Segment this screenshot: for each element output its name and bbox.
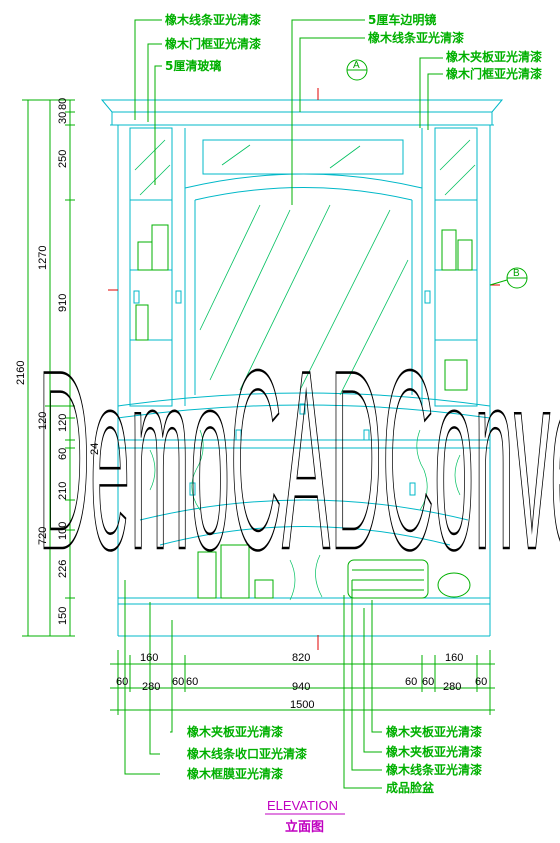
callout-oak-molding: 橡木线条亚光清漆 <box>165 12 261 27</box>
dim-280-left: 280 <box>142 681 160 693</box>
dim-60-f: 60 <box>475 676 487 688</box>
dim-60-d: 60 <box>405 676 417 688</box>
callout-oak-trim-edge: 橡木线条收口亚光清漆 <box>187 746 307 761</box>
dim-seg-24: 24 <box>89 443 101 455</box>
callout-clear-glass: 5厘清玻璃 <box>165 58 221 73</box>
glass-hatching <box>134 139 476 396</box>
section-label-a: A <box>353 60 360 71</box>
caption-elevation: ELEVATION <box>267 798 338 813</box>
dim-160-right: 160 <box>445 652 463 664</box>
dim-total-height: 2160 <box>15 361 27 385</box>
left-dimension-texts: 2160 1270 720 80 30 250 910 120 120 60 2… <box>15 98 101 625</box>
dim-1500: 1500 <box>290 699 314 711</box>
callout-oak-molding-bottom: 橡木线条亚光清漆 <box>386 762 482 777</box>
toiletries <box>135 224 473 599</box>
callout-oak-plywood-right-2: 橡木夹板亚光清漆 <box>386 744 482 759</box>
dim-upper-height: 1270 <box>37 246 49 270</box>
dim-820: 820 <box>292 652 310 664</box>
dim-seg-226: 226 <box>57 560 69 578</box>
callout-beveled-mirror: 5厘车边明镜 <box>368 12 436 27</box>
dim-seg-250: 250 <box>57 150 69 168</box>
dim-280-right: 280 <box>443 681 461 693</box>
dim-seg-910: 910 <box>57 294 69 312</box>
caption-elevation-cn: 立面图 <box>285 819 324 835</box>
dim-seg-120-a: 120 <box>37 412 49 430</box>
wood-grain <box>149 429 461 601</box>
dim-seg-120-b: 120 <box>57 414 69 432</box>
dim-lower-height: 720 <box>37 527 49 545</box>
dim-160-left: 160 <box>140 652 158 664</box>
section-marker-a: A <box>346 59 368 81</box>
callout-oak-frame-film: 橡木框膜亚光清漆 <box>187 766 283 781</box>
dim-60-a: 60 <box>116 676 128 688</box>
section-label-b: B <box>513 268 520 279</box>
dim-60-c: 60 <box>186 676 198 688</box>
dim-seg-60: 60 <box>57 448 69 460</box>
bottom-dimension-texts: 160 820 160 60 280 60 60 940 60 60 280 6… <box>116 652 487 711</box>
leader-lines <box>124 19 443 789</box>
section-marker-b: B <box>489 267 528 289</box>
dim-60-e: 60 <box>422 676 434 688</box>
callout-oak-plywood-right-1: 橡木夹板亚光清漆 <box>386 724 482 739</box>
left-dimension-lines <box>22 99 75 637</box>
dim-seg-80: 80 <box>57 98 69 110</box>
callout-oak-door-frame-left: 橡木门框亚光清漆 <box>165 36 261 51</box>
callout-oak-plywood-top: 橡木夹板亚光清漆 <box>446 49 542 64</box>
watermark: DemoCADConverter <box>38 317 560 603</box>
callout-oak-door-frame-right: 橡木门框亚光清漆 <box>446 66 542 81</box>
dim-seg-150: 150 <box>57 607 69 625</box>
dim-60-b: 60 <box>172 676 184 688</box>
dim-seg-100: 100 <box>57 522 69 540</box>
callout-oak-molding-top: 橡木线条亚光清漆 <box>368 30 464 45</box>
cabinet-outline <box>100 99 504 637</box>
dim-940: 940 <box>292 681 310 693</box>
callout-washbasin: 成品脸盆 <box>386 780 435 795</box>
bottom-dimension-lines <box>110 650 495 715</box>
dim-seg-210: 210 <box>57 482 69 500</box>
dim-seg-30: 30 <box>57 112 69 124</box>
callout-oak-plywood-left: 橡木夹板亚光清漆 <box>187 724 283 739</box>
